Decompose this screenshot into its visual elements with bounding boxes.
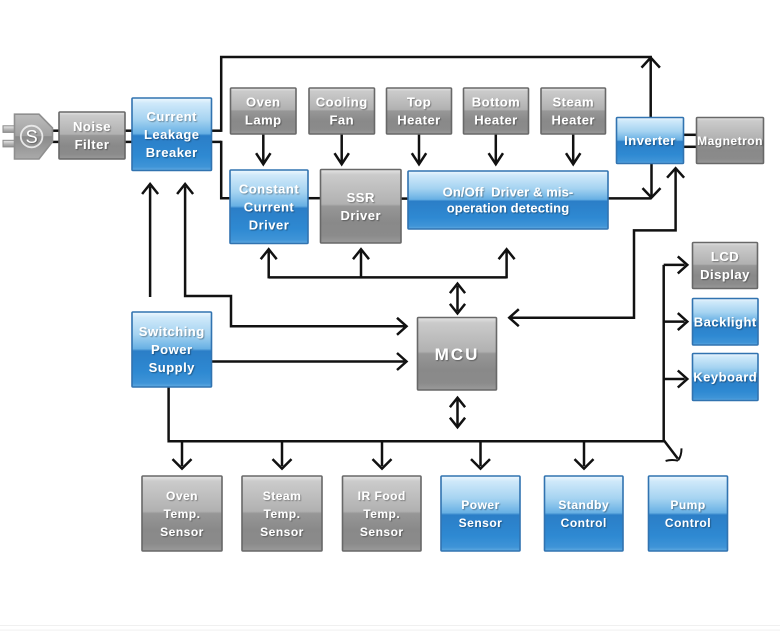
svg-text:Heater: Heater — [552, 113, 595, 128]
svg-text:Magnetron: Magnetron — [697, 134, 763, 148]
svg-text:Sensor: Sensor — [160, 525, 204, 539]
svg-text:Heater: Heater — [474, 113, 517, 128]
svg-text:Supply: Supply — [149, 360, 196, 375]
svg-text:Control: Control — [665, 516, 711, 530]
svg-text:Pump: Pump — [670, 498, 705, 512]
svg-text:Backlight: Backlight — [694, 314, 757, 329]
svg-text:Keyboard: Keyboard — [693, 370, 757, 385]
svg-text:Noise: Noise — [73, 119, 111, 134]
svg-text:Breaker: Breaker — [146, 145, 198, 160]
svg-text:On/Off Driver & mis-: On/Off Driver & mis- — [443, 185, 574, 200]
svg-text:IR Food: IR Food — [358, 489, 406, 503]
svg-text:Power: Power — [151, 342, 193, 357]
svg-text:MCU: MCU — [435, 345, 480, 364]
svg-text:Sensor: Sensor — [360, 525, 404, 539]
svg-text:Sensor: Sensor — [459, 516, 503, 530]
svg-text:Temp.: Temp. — [264, 507, 301, 521]
svg-text:Fan: Fan — [329, 113, 354, 128]
svg-text:Display: Display — [700, 267, 750, 282]
svg-text:Top: Top — [407, 95, 431, 110]
svg-text:Oven: Oven — [166, 489, 198, 503]
svg-text:SSR: SSR — [347, 190, 375, 205]
svg-text:Driver: Driver — [249, 217, 290, 232]
svg-text:Leakage: Leakage — [144, 127, 200, 142]
svg-text:Standby: Standby — [558, 498, 609, 512]
svg-text:Control: Control — [561, 516, 607, 530]
svg-text:Steam: Steam — [552, 95, 594, 110]
svg-text:Temp.: Temp. — [164, 507, 201, 521]
svg-text:Cooling: Cooling — [316, 95, 368, 110]
svg-text:Bottom: Bottom — [472, 95, 521, 110]
svg-text:Heater: Heater — [397, 113, 440, 128]
svg-text:LCD: LCD — [711, 249, 739, 264]
svg-text:Temp.: Temp. — [363, 507, 400, 521]
svg-text:operation detecting: operation detecting — [447, 201, 570, 216]
svg-text:Power: Power — [461, 498, 500, 512]
svg-text:Switching: Switching — [139, 324, 205, 339]
svg-text:Oven: Oven — [246, 95, 281, 110]
svg-text:Inverter: Inverter — [624, 133, 676, 148]
svg-text:Steam: Steam — [263, 489, 302, 503]
svg-text:Sensor: Sensor — [260, 525, 304, 539]
svg-text:S: S — [26, 127, 38, 147]
svg-text:Driver: Driver — [340, 208, 381, 223]
svg-text:Filter: Filter — [75, 137, 110, 152]
svg-text:Current: Current — [244, 199, 295, 214]
svg-text:Current: Current — [147, 109, 198, 124]
svg-text:Constant: Constant — [239, 181, 300, 196]
svg-text:Lamp: Lamp — [245, 113, 282, 128]
